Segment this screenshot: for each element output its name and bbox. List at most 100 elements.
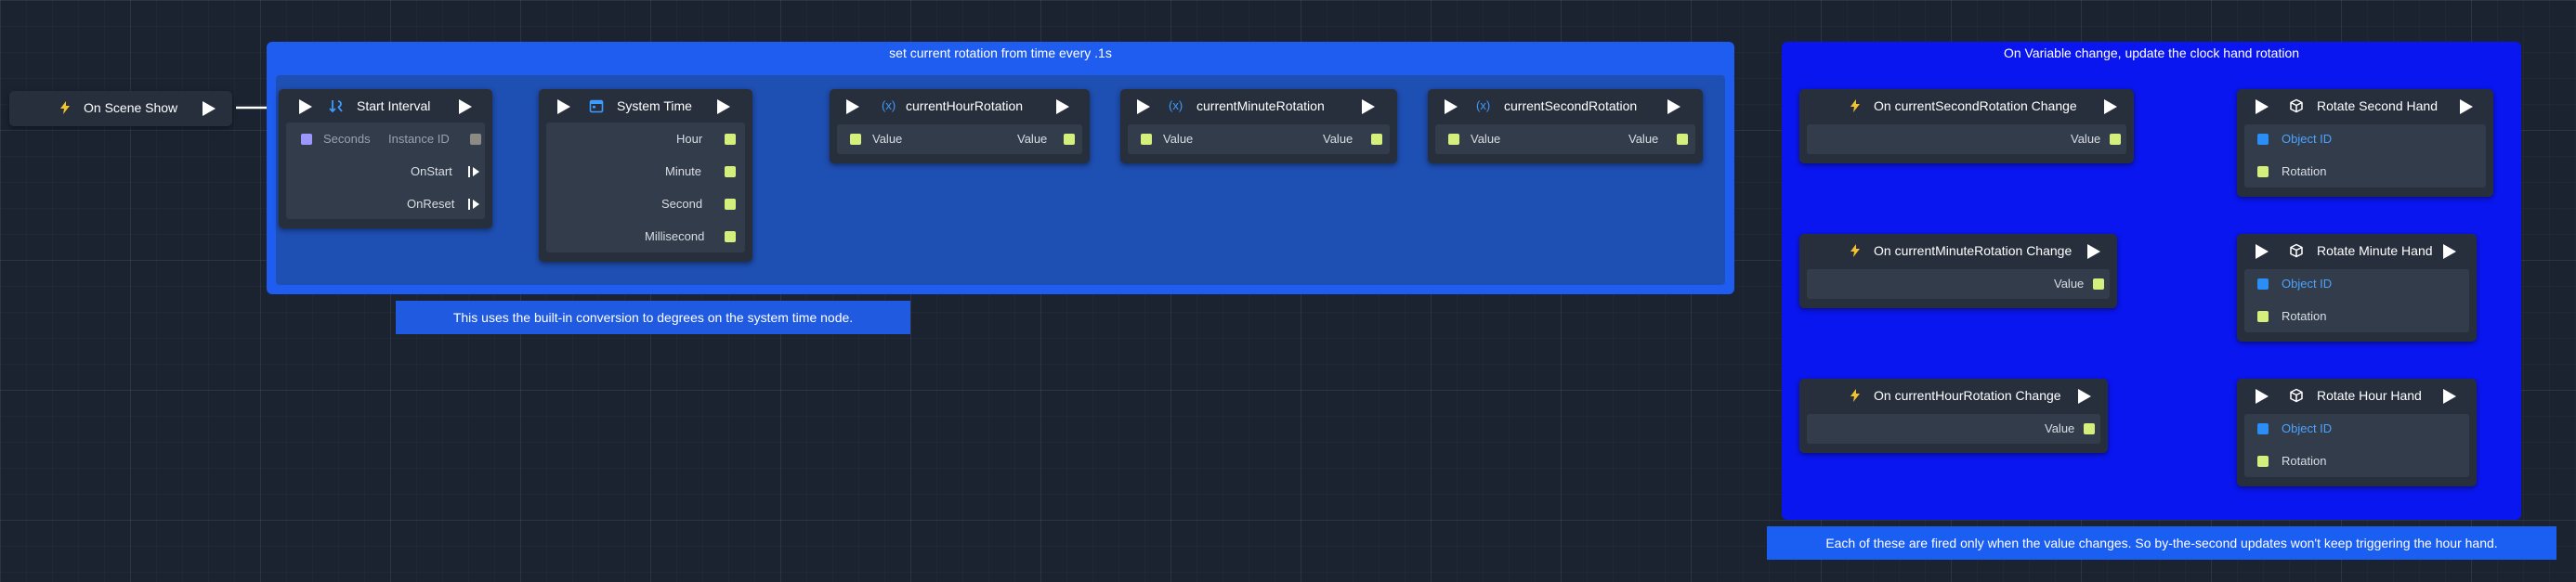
flow-out-port[interactable]: [717, 99, 730, 114]
value-input-port[interactable]: [1448, 134, 1459, 145]
value-out-label: Value: [1323, 132, 1353, 146]
flow-out-port[interactable]: [2078, 389, 2091, 404]
node-title: On Scene Show: [84, 100, 178, 115]
on-reset-flow-port[interactable]: [473, 200, 479, 209]
hour-output-port[interactable]: [725, 134, 736, 145]
millisecond-output-port[interactable]: [725, 231, 736, 242]
flow-out-port[interactable]: [1362, 99, 1375, 114]
lightning-icon: [60, 101, 70, 114]
flow-out-port[interactable]: [1056, 99, 1069, 114]
group-title: set current rotation from time every .1s: [889, 45, 1112, 60]
interval-icon: [329, 100, 343, 113]
instance-id-output-port[interactable]: [470, 134, 481, 145]
node-on-scene-show[interactable]: On Scene Show: [9, 91, 232, 126]
object-id-label: Object ID: [2282, 277, 2333, 291]
millisecond-label: Millisecond: [645, 229, 705, 243]
instance-id-label: Instance ID: [388, 132, 450, 146]
variable-icon: (x): [882, 98, 896, 112]
flow-in-port[interactable]: [2256, 99, 2269, 114]
cube-icon: [2290, 98, 2303, 113]
object-id-input-port[interactable]: [2257, 278, 2269, 290]
flow-in-port[interactable]: [557, 99, 570, 114]
flow-out-port[interactable]: [2443, 389, 2456, 404]
value-out-label: Value: [1017, 132, 1048, 146]
variable-icon: (x): [1169, 98, 1183, 112]
comment-fired-on-change[interactable]: Each of these are fired only when the va…: [1767, 526, 2556, 560]
value-in-label: Value: [1163, 132, 1194, 146]
node-title: currentHourRotation: [906, 98, 1024, 113]
flow-out-port[interactable]: [1667, 99, 1680, 114]
value-in-label: Value: [1471, 132, 1501, 146]
node-body: Object ID Rotation: [2244, 124, 2486, 188]
flow-in-port[interactable]: [2256, 244, 2269, 259]
flow-in-port[interactable]: [1137, 99, 1150, 114]
seconds-label: Seconds: [323, 132, 371, 146]
node-body: Value Value: [837, 124, 1082, 154]
minute-label: Minute: [665, 164, 702, 178]
node-set-current-minute-rotation[interactable]: (x) currentMinuteRotation Value Value: [1120, 89, 1397, 163]
node-title: On currentSecondRotation Change: [1874, 98, 2077, 113]
value-input-port[interactable]: [850, 134, 861, 145]
value-out-label: Value: [1628, 132, 1659, 146]
node-title: Rotate Hour Hand: [2317, 388, 2422, 403]
rotation-label: Rotation: [2282, 164, 2327, 178]
minute-output-port[interactable]: [725, 166, 736, 177]
node-title: System Time: [617, 98, 692, 113]
rotation-input-port[interactable]: [2257, 166, 2269, 177]
value-output-port[interactable]: [2110, 134, 2121, 145]
node-on-hour-rotation-change[interactable]: On currentHourRotation Change Value: [1799, 379, 2108, 453]
flow-in-port[interactable]: [846, 99, 859, 114]
object-id-label: Object ID: [2282, 421, 2333, 435]
variable-icon: (x): [1476, 98, 1491, 112]
on-start-label: OnStart: [411, 164, 452, 178]
lightning-icon: [1850, 99, 1860, 112]
rotation-label: Rotation: [2282, 454, 2327, 468]
node-start-interval[interactable]: Start Interval Seconds Instance ID OnSta…: [279, 89, 492, 228]
on-start-bar: [468, 166, 470, 177]
flow-out-port[interactable]: [2443, 244, 2456, 259]
flow-out-port[interactable]: [2460, 99, 2473, 114]
object-id-label: Object ID: [2282, 132, 2333, 146]
object-id-input-port[interactable]: [2257, 134, 2269, 145]
rotation-input-port[interactable]: [2257, 456, 2269, 467]
flow-in-port[interactable]: [1445, 99, 1458, 114]
on-start-flow-port[interactable]: [473, 167, 479, 176]
node-on-second-rotation-change[interactable]: On currentSecondRotation Change Value: [1799, 89, 2134, 163]
flow-in-port[interactable]: [299, 99, 312, 114]
node-body: Hour Minute Second Millisecond: [546, 123, 745, 252]
node-title: On currentMinuteRotation Change: [1874, 243, 2073, 258]
seconds-input-port[interactable]: [301, 134, 312, 145]
flow-in-port[interactable]: [2256, 389, 2269, 404]
comment-conversion[interactable]: This uses the built-in conversion to deg…: [396, 301, 910, 334]
value-input-port[interactable]: [1141, 134, 1152, 145]
flow-out-port[interactable]: [459, 99, 472, 114]
node-set-current-second-rotation[interactable]: (x) currentSecondRotation Value Value: [1428, 89, 1703, 163]
object-id-input-port[interactable]: [2257, 423, 2269, 434]
node-system-time[interactable]: System Time Hour Minute Second Milliseco…: [539, 89, 752, 262]
second-output-port[interactable]: [725, 199, 736, 210]
value-output-port[interactable]: [2084, 423, 2095, 434]
node-body: Object ID Rotation: [2244, 269, 2469, 332]
flow-out-port[interactable]: [2104, 99, 2117, 114]
value-output-port[interactable]: [1064, 134, 1075, 145]
node-rotate-second-hand[interactable]: Rotate Second Hand Object ID Rotation: [2237, 89, 2493, 197]
node-title: On currentHourRotation Change: [1874, 388, 2061, 403]
rotation-input-port[interactable]: [2257, 311, 2269, 322]
node-body: Seconds Instance ID OnStart OnReset: [286, 123, 485, 219]
hour-label: Hour: [676, 132, 703, 146]
node-set-current-hour-rotation[interactable]: (x) currentHourRotation Value Value: [830, 89, 1090, 163]
flow-out-port[interactable]: [203, 101, 216, 116]
value-output-port[interactable]: [2093, 278, 2104, 290]
lightning-icon: [1850, 244, 1860, 257]
second-label: Second: [661, 197, 703, 211]
value-output-port[interactable]: [1677, 134, 1688, 145]
node-title: currentSecondRotation: [1504, 98, 1638, 113]
value-output-port[interactable]: [1371, 134, 1382, 145]
cube-icon: [2290, 243, 2303, 258]
flow-out-port[interactable]: [2087, 244, 2100, 259]
node-body: Value Value: [1435, 124, 1695, 154]
node-rotate-hour-hand[interactable]: Rotate Hour Hand Object ID Rotation: [2237, 379, 2477, 486]
node-title: Start Interval: [357, 98, 431, 113]
node-rotate-minute-hand[interactable]: Rotate Minute Hand Object ID Rotation: [2237, 234, 2477, 342]
node-on-minute-rotation-change[interactable]: On currentMinuteRotation Change Value: [1799, 234, 2117, 308]
